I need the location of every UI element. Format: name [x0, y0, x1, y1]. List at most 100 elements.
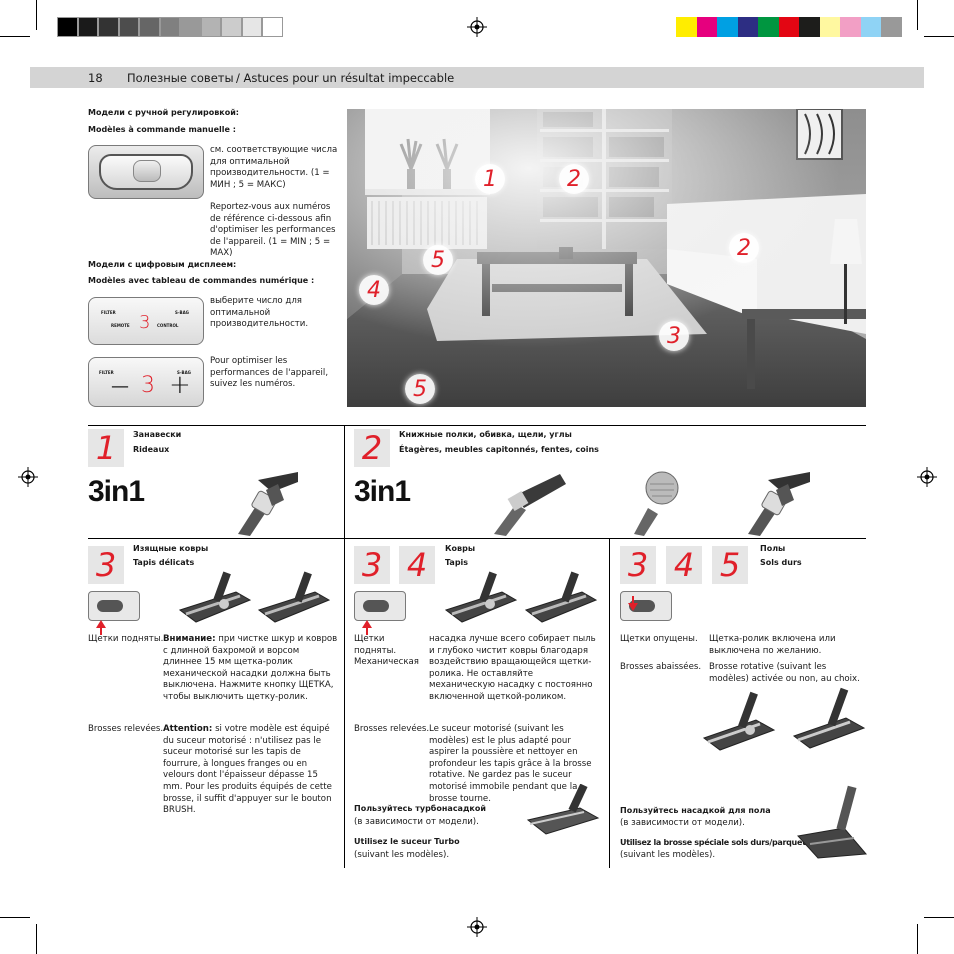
setting-digit-5: 5 — [712, 546, 748, 584]
setting-digit-1: 1 — [88, 429, 124, 467]
floor-heading-fr: Utilisez la brosse spéciale sols durs/pa… — [620, 838, 811, 847]
digital-panel-plusminus: FILTER S-BAG — 3 + — [88, 357, 204, 407]
page-title-ru: Полезные советы — [127, 71, 234, 85]
display-digit: 3 — [141, 373, 155, 398]
section3-warning-ru: Внимание: при чистке шкур и ковров с дли… — [163, 634, 338, 702]
section2-title-ru: Книжные полки, обивка, щели, углы — [399, 430, 572, 439]
digital-models-heading-ru: Модели с цифровым дисплеем: — [88, 260, 237, 269]
gray-swatch — [57, 17, 78, 37]
color-swatch — [860, 17, 881, 37]
registration-mark-icon — [467, 917, 487, 937]
setting-digit-3: 3 — [88, 546, 124, 584]
turbo-note-ru: (в зависимости от модели). — [354, 817, 479, 827]
power-nozzle-icon — [178, 571, 252, 623]
color-swatch — [840, 17, 861, 37]
gray-swatch — [77, 17, 98, 37]
room-zone-label: 1 — [475, 164, 505, 194]
setting-digit-3: 3 — [620, 546, 656, 584]
room-zone-label: 4 — [359, 275, 389, 305]
floor-note-fr: (suivant les modèles). — [620, 850, 716, 860]
manual-models-heading-fr: Modèles à commande manuelle : — [88, 125, 236, 134]
gray-swatch — [159, 17, 180, 37]
floor-heading-ru: Пользуйтесь насадкой для пола — [620, 806, 771, 815]
room-zone-label: 2 — [559, 164, 589, 194]
section5-desc-ru: Щетка-ролик включена или выключена по же… — [709, 634, 836, 656]
section3-state-fr: Brosses relevées. — [88, 724, 164, 734]
section4-title-fr: Tapis — [445, 558, 469, 567]
section-divider — [88, 538, 866, 539]
turbo-note-fr: (suivant les modèles). — [354, 850, 450, 860]
turbo-heading-fr: Utilisez le suceur Turbo — [354, 837, 460, 846]
gray-swatch — [139, 17, 160, 37]
digital-panel-remote: FILTER S-BAG REMOTE CONTROL 3 — [88, 297, 204, 345]
3in1-badge: 3in1 — [354, 475, 411, 508]
dusting-brush-icon — [634, 471, 679, 536]
room-zone-label: 3 — [659, 321, 689, 351]
section-divider — [344, 538, 345, 868]
registration-mark-icon — [467, 17, 487, 37]
power-nozzle-icon — [257, 571, 331, 623]
section4-title-ru: Ковры — [445, 544, 476, 553]
gray-swatch — [221, 17, 242, 37]
section-divider — [88, 425, 866, 426]
turbo-heading-ru: Пользуйтесь турбонасадкой — [354, 804, 486, 813]
color-swatch — [799, 17, 820, 37]
section3-warning-fr: Attention: si votre modèle est équipé du… — [163, 724, 332, 816]
section1-title-fr: Rideaux — [133, 445, 170, 454]
color-swatch — [717, 17, 738, 37]
combination-nozzle-icon — [748, 472, 810, 536]
section2-title-fr: Étagères, meubles capitonnés, fentes, co… — [399, 445, 599, 454]
floor-note-ru: (в зависимости от модели). — [620, 818, 745, 828]
color-swatch — [819, 17, 840, 37]
section1-title-ru: Занавески — [133, 430, 182, 439]
section4-desc-ru: насадка лучше всего собирает пыль и глуб… — [429, 634, 596, 702]
up-arrow-icon — [96, 620, 106, 628]
section5-state-fr: Brosses abaissées. — [620, 662, 702, 672]
setting-digit-4: 4 — [399, 546, 435, 584]
gray-swatch — [180, 17, 201, 37]
section4-state-ru: Щетки подняты. Механическая — [354, 634, 419, 668]
page-title-fr: / Astuces pour un résultat impeccable — [236, 71, 455, 85]
page-header — [30, 67, 924, 88]
display-digit: 3 — [139, 312, 151, 333]
color-swatch — [676, 17, 697, 37]
color-swatch — [778, 17, 799, 37]
color-swatch — [737, 17, 758, 37]
setting-digit-3: 3 — [354, 546, 390, 584]
manual-models-heading-ru: Модели с ручной регулировкой: — [88, 108, 239, 117]
section-divider — [609, 538, 610, 868]
combination-nozzle-icon — [238, 472, 298, 536]
color-swatch — [881, 17, 902, 37]
gray-swatch — [200, 17, 221, 37]
plus-icon: + — [169, 370, 191, 400]
crevice-nozzle-icon — [494, 474, 566, 536]
power-nozzle-icon — [444, 571, 518, 623]
manual-dial-panel — [88, 145, 204, 199]
digital-desc-ru: выберите число для оптимальной производи… — [210, 296, 309, 330]
gray-swatch — [118, 17, 139, 37]
section5-title-ru: Полы — [760, 544, 786, 553]
section3-state-ru: Щетки подняты. — [88, 634, 164, 644]
3in1-badge: 3in1 — [88, 475, 145, 508]
turbo-nozzle-icon — [526, 784, 600, 835]
gray-swatch — [241, 17, 262, 37]
gray-swatch — [98, 17, 119, 37]
down-arrow-icon — [628, 603, 638, 611]
manual-desc-ru: см. соответствующие числа для оптимально… — [210, 145, 338, 190]
room-zone-label: 2 — [729, 233, 759, 263]
registration-mark-icon — [917, 467, 937, 487]
section5-desc-fr: Brosse rotative (suivant les modèles) ac… — [709, 662, 860, 684]
power-nozzle-icon — [702, 691, 776, 751]
up-arrow-icon — [362, 620, 372, 628]
digital-desc-fr: Pour optimiser les performances de l'app… — [210, 356, 329, 390]
registration-mark-icon — [18, 467, 38, 487]
page-number: 18 — [88, 71, 103, 85]
section5-title-fr: Sols durs — [760, 558, 802, 567]
setting-digit-4: 4 — [666, 546, 702, 584]
room-zone-label: 5 — [423, 245, 453, 275]
power-nozzle-icon — [524, 571, 598, 623]
hard-floor-nozzle-icon — [797, 785, 868, 859]
digital-models-heading-fr: Modèles avec tableau de commandes numéri… — [88, 276, 315, 285]
section3-title-ru: Изящные ковры — [133, 544, 209, 553]
